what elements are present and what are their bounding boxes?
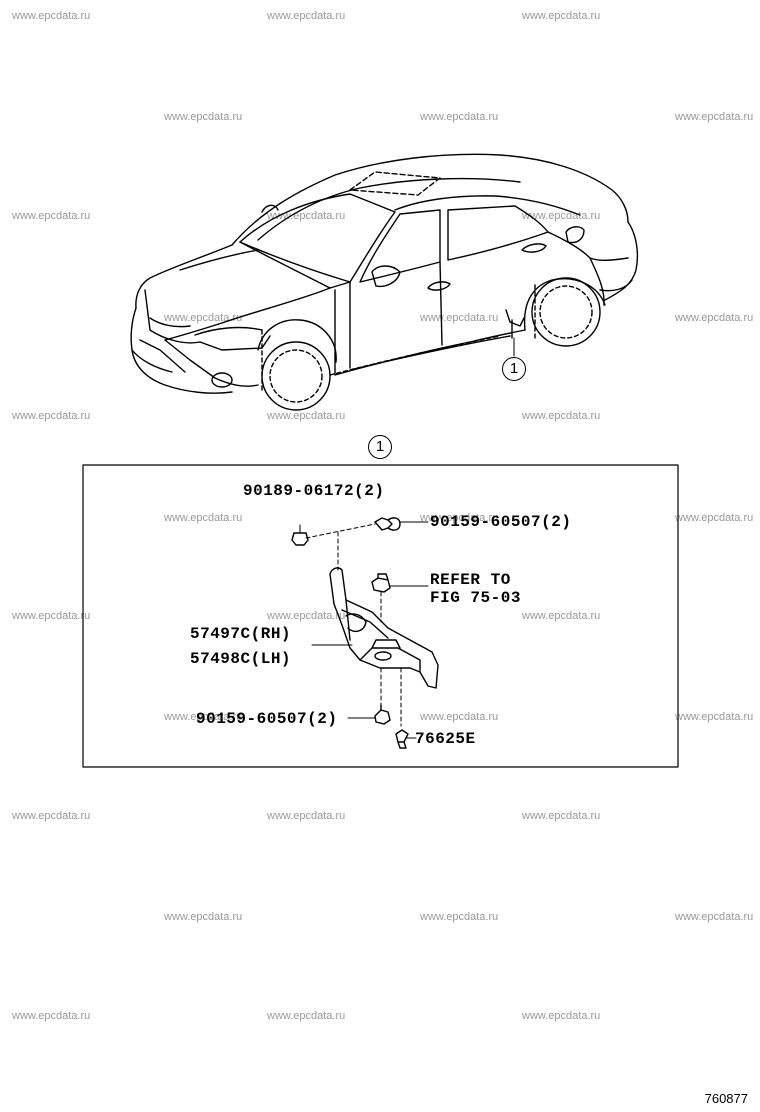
watermark: www.epcdata.ru [420, 512, 499, 524]
watermark: www.epcdata.ru [164, 111, 243, 123]
watermark: www.epcdata.ru [164, 911, 243, 923]
watermark: www.epcdata.ru [267, 810, 346, 822]
part-label-bolt-top[interactable]: 90189-06172(2) [243, 482, 385, 500]
watermark: www.epcdata.ru [267, 610, 346, 622]
watermark: www.epcdata.ru [164, 312, 243, 324]
watermark: www.epcdata.ru [420, 312, 499, 324]
watermark: www.epcdata.ru [267, 410, 346, 422]
part-label-screw-top[interactable]: 90159-60507(2) [430, 513, 572, 531]
watermark: www.epcdata.ru [522, 610, 601, 622]
bracket-assembly [291, 517, 439, 749]
watermark: www.epcdata.ru [164, 711, 243, 723]
part-label-screw-bottom[interactable]: 90159-60507(2) [196, 710, 338, 728]
callout-detail: 1 [368, 435, 392, 459]
watermark: www.epcdata.ru [12, 810, 91, 822]
watermark: www.epcdata.ru [675, 911, 754, 923]
car-illustration [130, 153, 639, 411]
watermark: www.epcdata.ru [675, 711, 754, 723]
watermark: www.epcdata.ru [522, 10, 601, 22]
watermark: www.epcdata.ru [267, 1010, 346, 1022]
watermark: www.epcdata.ru [12, 410, 91, 422]
watermark: www.epcdata.ru [522, 1010, 601, 1022]
watermark: www.epcdata.ru [420, 711, 499, 723]
part-label-refer-line2[interactable]: FIG 75-03 [430, 589, 521, 607]
watermark: www.epcdata.ru [420, 111, 499, 123]
part-label-bracket-rh[interactable]: 57497C(RH) [190, 625, 292, 643]
detail-frame [82, 464, 679, 768]
watermark: www.epcdata.ru [675, 111, 754, 123]
part-label-clip[interactable]: 76625E [415, 730, 476, 748]
watermark: www.epcdata.ru [675, 312, 754, 324]
watermark: www.epcdata.ru [522, 410, 601, 422]
watermark: www.epcdata.ru [12, 610, 91, 622]
part-label-refer-line1[interactable]: REFER TO [430, 571, 511, 589]
watermark: www.epcdata.ru [522, 810, 601, 822]
callout-car: 1 [502, 357, 526, 381]
figure-number: 760877 [704, 1091, 748, 1106]
watermark: www.epcdata.ru [675, 512, 754, 524]
watermark: www.epcdata.ru [12, 1010, 91, 1022]
watermark: www.epcdata.ru [267, 10, 346, 22]
watermark: www.epcdata.ru [522, 210, 601, 222]
watermark: www.epcdata.ru [164, 512, 243, 524]
watermark: www.epcdata.ru [12, 10, 91, 22]
part-label-bracket-lh[interactable]: 57498C(LH) [190, 650, 292, 668]
watermark: www.epcdata.ru [420, 911, 499, 923]
watermark: www.epcdata.ru [12, 210, 91, 222]
